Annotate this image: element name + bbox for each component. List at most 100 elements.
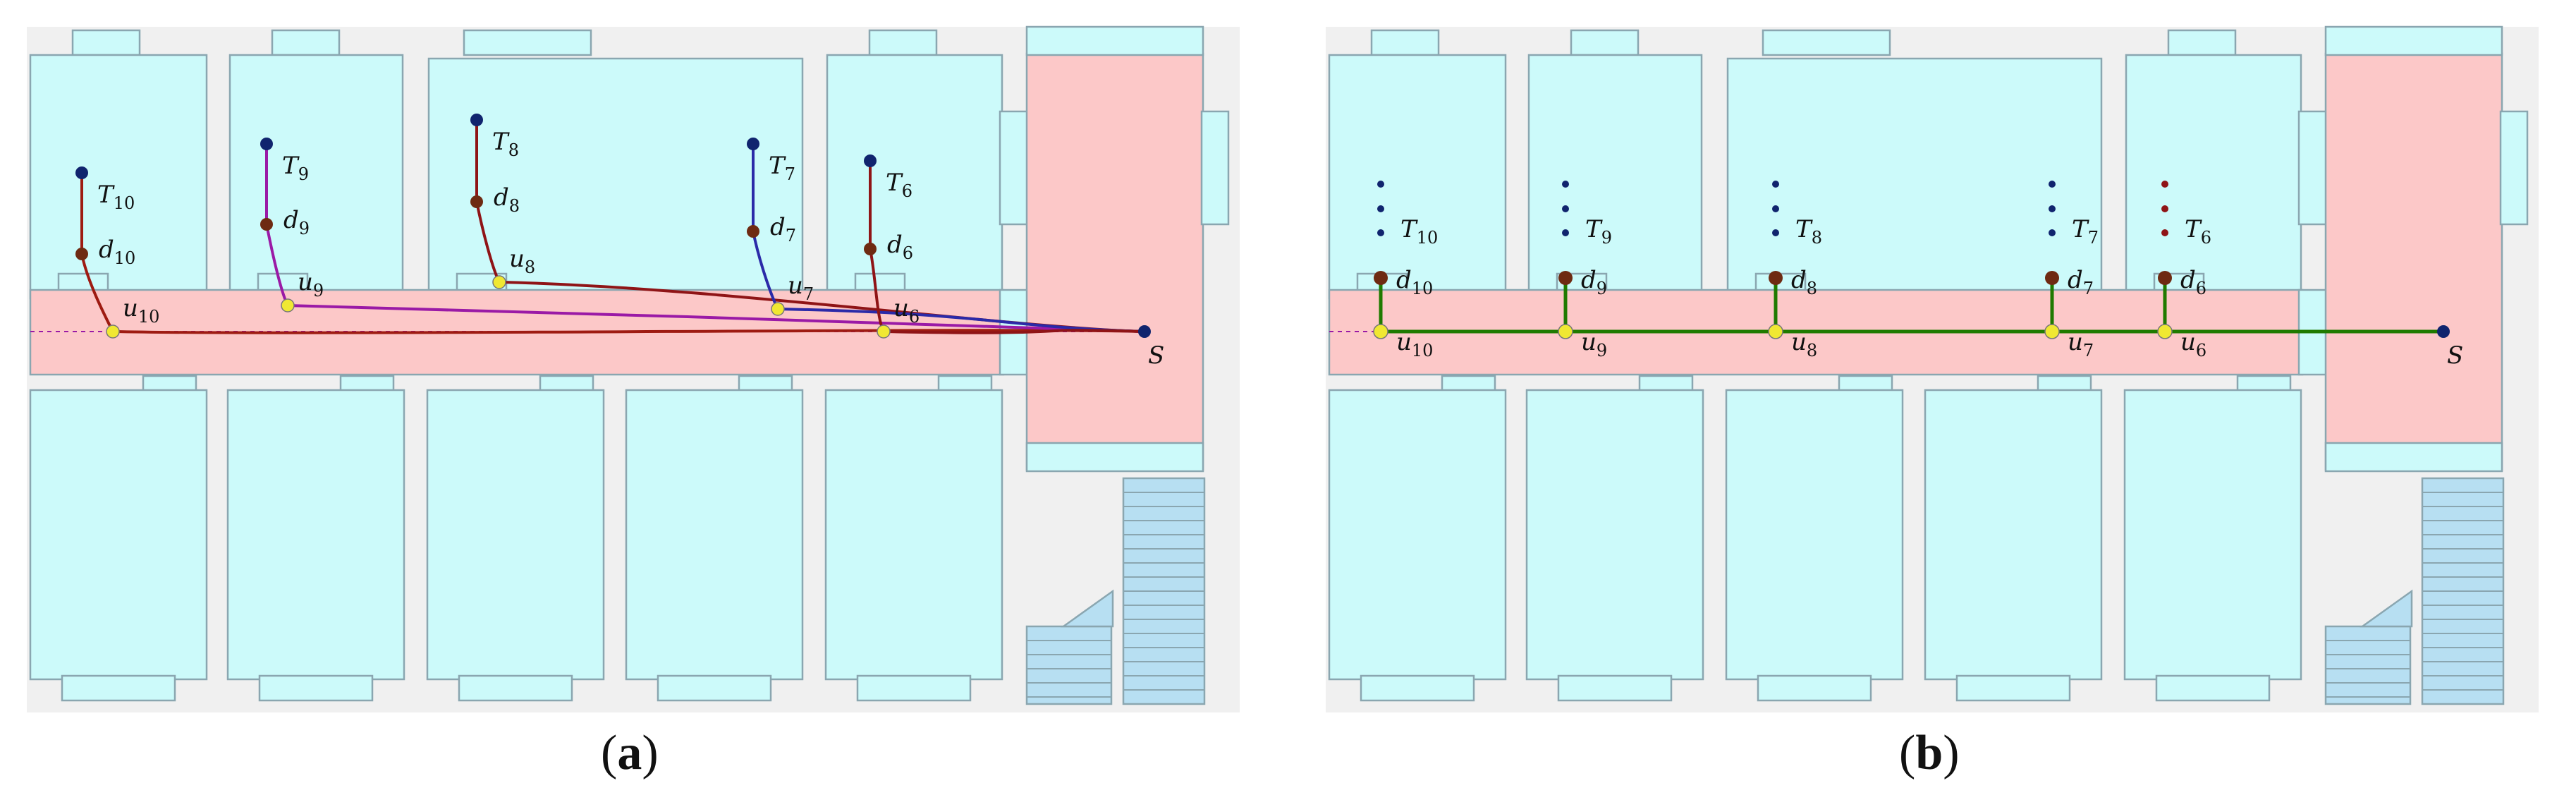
corridor-label: u8 [509,245,535,277]
door-point [2158,271,2172,285]
route-7 [752,144,1145,333]
lower-room [426,389,605,681]
hall-top [1025,25,1204,56]
corridor-point [281,298,295,313]
door-label: d8 [1791,266,1817,298]
lower-room [29,389,208,681]
target-label: T9 [282,152,309,184]
stair-landing [2360,589,2413,628]
target-point [2049,229,2056,236]
upper-room [826,54,1003,300]
corridor-point [877,324,891,339]
door-label: d6 [887,231,913,263]
upper-room [2125,54,2302,300]
room-tab-bottom [1360,674,1475,702]
upper-room [29,54,208,300]
room-tab-top [71,29,141,56]
corridor-label: u9 [298,268,324,301]
door-point [864,243,877,255]
corridor-point [771,302,785,316]
route-6 [869,161,1145,334]
hall-window [1200,110,1230,226]
target-label: T7 [769,152,795,184]
target-point [2049,181,2056,188]
room-tab-top [868,29,938,56]
room-tab-top [1370,29,1440,56]
stair-flight-left [2324,625,2412,705]
target-point [75,166,88,179]
room-tab-bottom [458,674,573,702]
door-step [57,272,109,292]
door-point [747,225,759,238]
target-point [2161,205,2168,212]
target-label: T10 [97,181,135,213]
door-label: d9 [283,206,310,238]
lower-room [1924,389,2103,681]
target-point [1377,229,1384,236]
corridor-point [106,324,120,339]
hall [1025,52,1204,471]
caption-b: (b) [1899,726,1960,780]
door-label: d7 [770,213,796,245]
corridor-label: u7 [788,272,814,304]
door-point [260,218,273,231]
target-point [1772,181,1779,188]
room-tab-bottom [1557,674,1673,702]
upper-room [427,57,804,300]
stair-landing [1061,589,1114,628]
side-window [999,110,1030,226]
corridor-label: u6 [2180,328,2206,360]
room-tab-top [1762,29,1891,56]
room-tab-top [463,29,592,56]
target-point [1772,229,1779,236]
door-label: d10 [99,236,135,268]
corridor-label: u10 [123,294,159,327]
door-point [2045,271,2059,285]
upper-room [1328,54,1507,300]
corridor-label: u9 [1581,328,1607,360]
upper-room [1527,54,1703,300]
corridor-point [492,275,506,289]
hall-top [2324,25,2503,56]
lower-room [1328,389,1507,681]
room-tab-bottom [2155,674,2271,702]
target-point [1377,205,1384,212]
source-point [2437,325,2450,338]
target-point [1772,205,1779,212]
target-point [2161,229,2168,236]
door-label: d6 [2180,266,2206,298]
door-label: d9 [1581,266,1607,298]
target-point [470,114,483,126]
source-point [1138,325,1151,338]
target-label: T6 [2185,215,2211,248]
target-point [1377,181,1384,188]
caption-a-letter: a [617,726,642,780]
upper-room [228,54,404,300]
target-point [864,154,877,167]
target-point [2161,181,2168,188]
corridor-label: u6 [893,294,920,327]
target-point [747,138,759,150]
target-point [1562,181,1569,188]
corridor-label: u10 [1396,328,1433,360]
source-label: S [1148,341,1164,370]
hall [2324,52,2503,471]
room-tab-top [1570,29,1640,56]
hall-bottom [1025,442,1204,473]
target-point [1562,229,1569,236]
door-label: d8 [494,183,520,216]
corridor-label: u8 [1791,328,1817,360]
lower-room [1525,389,1704,681]
lower-room [2123,389,2302,681]
door-label: d10 [1396,266,1433,298]
route-10 [80,173,1145,334]
caption-a: (a) [601,726,659,780]
target-point [2049,205,2056,212]
corridor-point [1373,324,1388,339]
target-label: T9 [1585,215,1612,248]
room-tab-bottom [1757,674,1872,702]
